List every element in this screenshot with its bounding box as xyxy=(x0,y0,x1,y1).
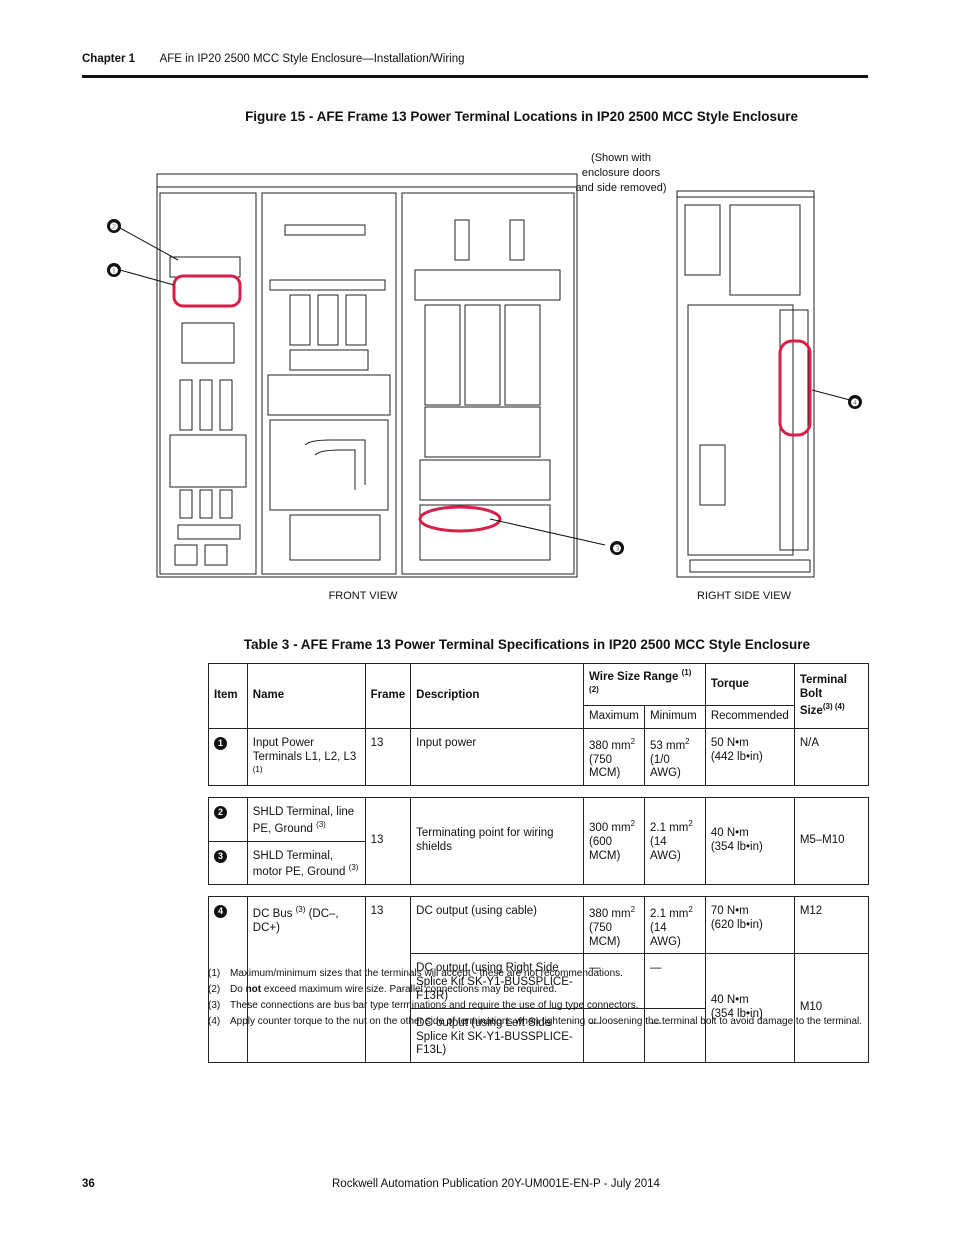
item-badge: 1 xyxy=(214,737,227,751)
front-view-label: FRONT VIEW xyxy=(329,590,398,602)
header-description: Description xyxy=(410,662,585,730)
side-cabinet-outline xyxy=(676,190,815,578)
enclosure-drawing: ❷ ❶ ❸ ❹ (Shown with enclosure doors and … xyxy=(107,152,862,602)
table-row: 4 DC Bus (3) (DC–, DC+) 13 DC output (us… xyxy=(208,896,870,1064)
table-header-row: Item Name Frame Description Wire Size Ra… xyxy=(208,662,870,730)
callout-4 xyxy=(848,395,862,409)
highlight-dc-bus xyxy=(778,339,812,437)
table-row: 3 SHLD Terminal, motor PE, Ground (3) xyxy=(208,840,869,886)
header-item: Item xyxy=(208,662,248,730)
footnote-4: (4)Apply counter torque to the nut on th… xyxy=(208,1016,863,1027)
item-badge: 4 xyxy=(214,905,227,919)
callout-3-label: ❸ xyxy=(613,544,622,555)
chapter-title: AFE in IP20 2500 MCC Style Enclosure—Ins… xyxy=(159,53,465,65)
running-header: Chapter 1 AFE in IP20 2500 MCC Style Enc… xyxy=(82,53,465,65)
page-footer: 36 Rockwell Automation Publication 20Y-U… xyxy=(82,1178,868,1190)
header-minimum: Minimum xyxy=(644,705,706,730)
item-badge: 2 xyxy=(214,806,227,820)
header-recommended: Recommended xyxy=(704,705,795,730)
table-title: Table 3 - AFE Frame 13 Power Terminal Sp… xyxy=(243,637,810,652)
footnote-1: (1)Maximum/minimum sizes that the termin… xyxy=(208,968,623,979)
header-torque: Torque xyxy=(704,662,795,707)
callout-1-label: ❶ xyxy=(110,266,119,277)
chapter-label: Chapter 1 xyxy=(82,53,136,65)
figure-note-3: and side removed) xyxy=(575,182,666,194)
header-maximum: Maximum xyxy=(583,705,646,730)
table-row: 2 SHLD Terminal, line PE, Ground (3) 13 … xyxy=(208,797,870,886)
header-wire-size: Wire Size Range (1) (2) xyxy=(583,662,706,707)
figure-note-2: enclosure doors xyxy=(582,167,661,179)
header-frame: Frame xyxy=(364,662,412,730)
front-cabinet-outline xyxy=(156,173,578,578)
table-row: 1 Input Power Terminals L1, L2, L3 (1) 1… xyxy=(208,728,870,787)
terminal-spec-table: Item Name Frame Description Wire Size Ra… xyxy=(208,662,870,1064)
header-name: Name xyxy=(246,662,366,730)
footnote-3: (3)These connections are bus bar type te… xyxy=(208,1000,639,1011)
callout-3 xyxy=(610,541,624,555)
table-subheader-row: Maximum Minimum Recommended xyxy=(209,705,869,730)
footnote-2: (2)Do not exceed maximum wire size. Para… xyxy=(208,984,557,995)
side-view-label: RIGHT SIDE VIEW xyxy=(697,590,792,602)
highlight-shld-terminal xyxy=(418,505,502,533)
publication-id: Rockwell Automation Publication 20Y-UM00… xyxy=(332,1178,660,1190)
table-row: DC output (using Left Side Splice Kit SK… xyxy=(209,1007,869,1064)
page-number: 36 xyxy=(82,1178,95,1190)
callout-4-label: ❹ xyxy=(851,398,860,409)
callout-1 xyxy=(107,263,121,277)
item-badge: 3 xyxy=(214,849,227,863)
figure-note-1: (Shown with xyxy=(591,152,651,164)
highlight-input-terminals xyxy=(172,274,242,308)
callout-2-label: ❷ xyxy=(110,222,119,233)
figure-title: Figure 15 - AFE Frame 13 Power Terminal … xyxy=(245,109,798,124)
callout-2 xyxy=(107,219,121,233)
header-rule xyxy=(82,75,868,78)
